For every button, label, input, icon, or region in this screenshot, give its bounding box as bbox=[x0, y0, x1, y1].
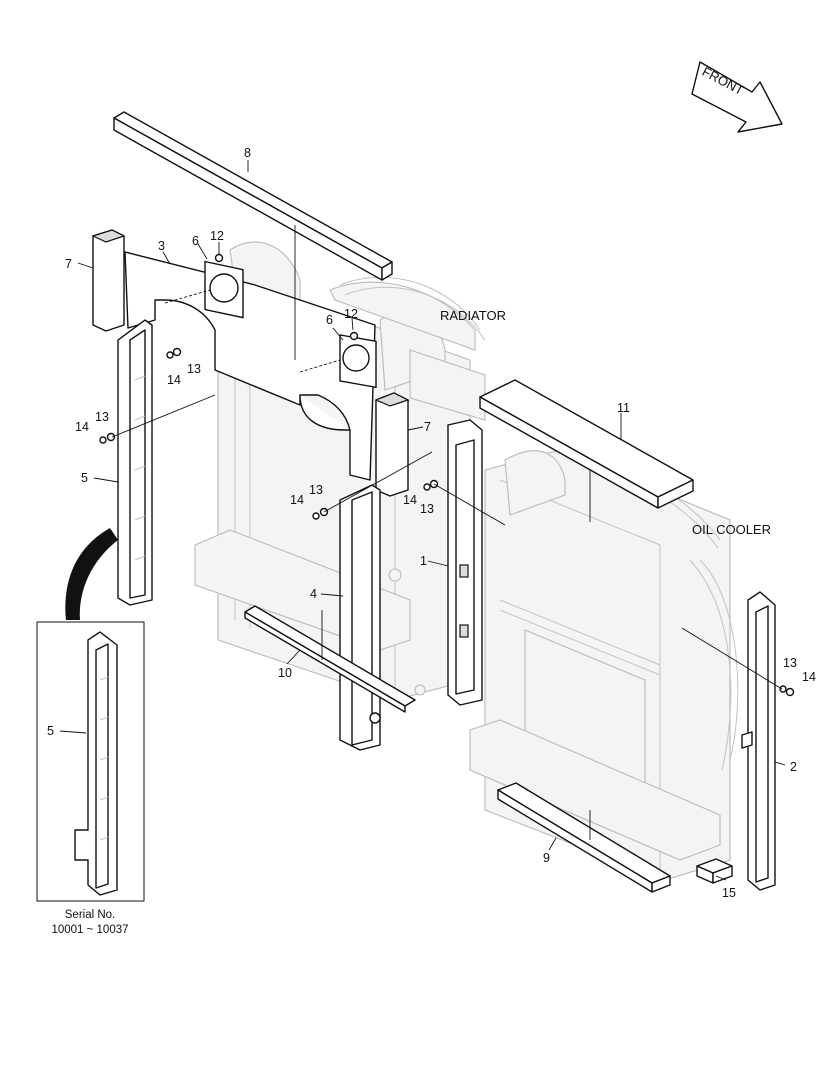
callout-5: 5 bbox=[81, 471, 88, 485]
seal-strip-8 bbox=[113, 111, 393, 281]
inset-caption-range: 10001 ~ 10037 bbox=[51, 924, 128, 936]
callout-9: 9 bbox=[543, 851, 550, 865]
callout-13-e: 13 bbox=[783, 656, 797, 670]
side-seal-5 bbox=[117, 319, 153, 606]
callout-12-left: 12 bbox=[210, 229, 224, 243]
seal-strip-10 bbox=[244, 605, 416, 713]
callout-11: 11 bbox=[617, 401, 630, 415]
callout-10: 10 bbox=[278, 666, 292, 680]
callout-14-d: 14 bbox=[403, 493, 417, 507]
assembly-lines bbox=[111, 225, 783, 840]
seal-block-15 bbox=[696, 858, 733, 884]
callout-13-b: 13 bbox=[95, 410, 109, 424]
inset-arrow bbox=[65, 528, 118, 620]
oil-cooler-label: OIL COOLER bbox=[692, 522, 771, 537]
callout-6-left: 6 bbox=[192, 234, 199, 248]
seal-block-7-left bbox=[91, 229, 126, 332]
radiator-label: RADIATOR bbox=[440, 308, 506, 323]
callout-1: 1 bbox=[420, 554, 427, 568]
callout-15: 15 bbox=[722, 886, 736, 900]
center-seal-4 bbox=[339, 484, 381, 751]
callout-numbers: 8 7 3 6 12 6 12 14 13 7 13 14 5 14 13 14… bbox=[65, 146, 816, 900]
callout-14-b: 14 bbox=[75, 420, 89, 434]
callout-12-center: 12 bbox=[344, 307, 358, 321]
oil-cooler-seal-1 bbox=[447, 419, 483, 706]
callout-14-a: 14 bbox=[167, 373, 181, 387]
callout-7-center: 7 bbox=[424, 420, 431, 434]
callout-3: 3 bbox=[158, 239, 165, 253]
leader-lines bbox=[77, 160, 786, 881]
callout-13-a: 13 bbox=[187, 362, 201, 376]
seal-strip-9 bbox=[497, 782, 671, 893]
shroud-panel-3 bbox=[124, 251, 377, 481]
inset-callout-5: 5 bbox=[47, 724, 54, 738]
inset-caption-serial: Serial No. bbox=[65, 909, 116, 921]
callout-4: 4 bbox=[310, 587, 317, 601]
side-seal-2 bbox=[741, 591, 776, 891]
callout-6-center: 6 bbox=[326, 313, 333, 327]
callout-13-c: 13 bbox=[309, 483, 323, 497]
oil-cooler-core-ghost bbox=[469, 449, 739, 881]
callout-14-c: 14 bbox=[290, 493, 304, 507]
callout-8: 8 bbox=[244, 146, 251, 160]
callout-2: 2 bbox=[790, 760, 797, 774]
seal-strip-11 bbox=[479, 379, 694, 509]
callout-13-d: 13 bbox=[420, 502, 434, 516]
callout-7-left: 7 bbox=[65, 257, 72, 271]
fasteners bbox=[99, 253, 795, 697]
front-direction-arrow: FRONT bbox=[691, 61, 783, 133]
inset-frame: 5 bbox=[36, 621, 145, 902]
callout-14-e: 14 bbox=[802, 670, 816, 684]
